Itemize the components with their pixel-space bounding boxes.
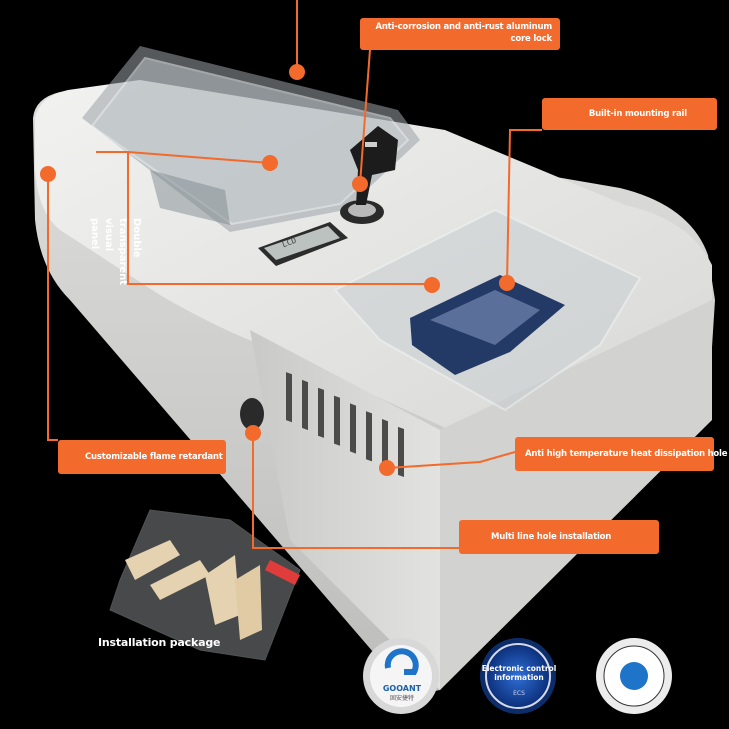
transparent-window-right xyxy=(333,208,642,412)
brand-badge-text: GOOANT 固安捷特 xyxy=(367,684,437,702)
qr-code-badge xyxy=(596,638,672,714)
heat-dissipation-vents xyxy=(286,372,404,478)
callout-lines xyxy=(47,0,542,549)
transparent-window-left xyxy=(82,46,420,232)
installation-package-label: Installation package xyxy=(98,636,221,649)
callout-heat: Anti high temperature heat dissipation h… xyxy=(515,437,728,471)
callout-rail: Built-in mounting rail xyxy=(542,98,717,130)
callout-lock-text: Anti-corrosion and anti-rust aluminum co… xyxy=(375,22,552,44)
callout-panel-line4: panel xyxy=(89,218,100,250)
wire-entry-hole xyxy=(240,398,264,430)
callout-multiline: Multi line hole installation xyxy=(459,520,659,554)
callout-heat-text: Anti high temperature heat dissipation h… xyxy=(525,449,728,459)
callout-multiline-text: Multi line hole installation xyxy=(491,532,612,542)
callout-rail-text: Built-in mounting rail xyxy=(588,109,687,119)
brand-name: GOOANT xyxy=(382,684,422,693)
callout-dots xyxy=(40,64,515,476)
ecs-badge-text: Electronic control information ECS xyxy=(478,664,560,697)
callout-flame: Customizable flame retardant xyxy=(58,440,226,474)
brand-badge xyxy=(363,638,439,714)
ecs-mark: ECS xyxy=(513,690,525,697)
ecs-line2: information xyxy=(494,673,544,682)
ecs-line1: Electronic control xyxy=(481,664,557,673)
callout-lock: Anti-corrosion and anti-rust aluminum co… xyxy=(360,18,560,50)
callout-panel: Double transparent visual panel xyxy=(78,216,148,286)
callout-panel-line1: Double xyxy=(131,218,142,258)
callout-panel-line2: transparent xyxy=(117,218,128,286)
lcd-display xyxy=(258,222,348,266)
callout-panel-line3: visual xyxy=(103,218,114,252)
brand-sub: 固安捷特 xyxy=(389,695,414,702)
callout-flame-text: Customizable flame retardant xyxy=(85,452,223,462)
ecs-badge xyxy=(480,638,556,714)
